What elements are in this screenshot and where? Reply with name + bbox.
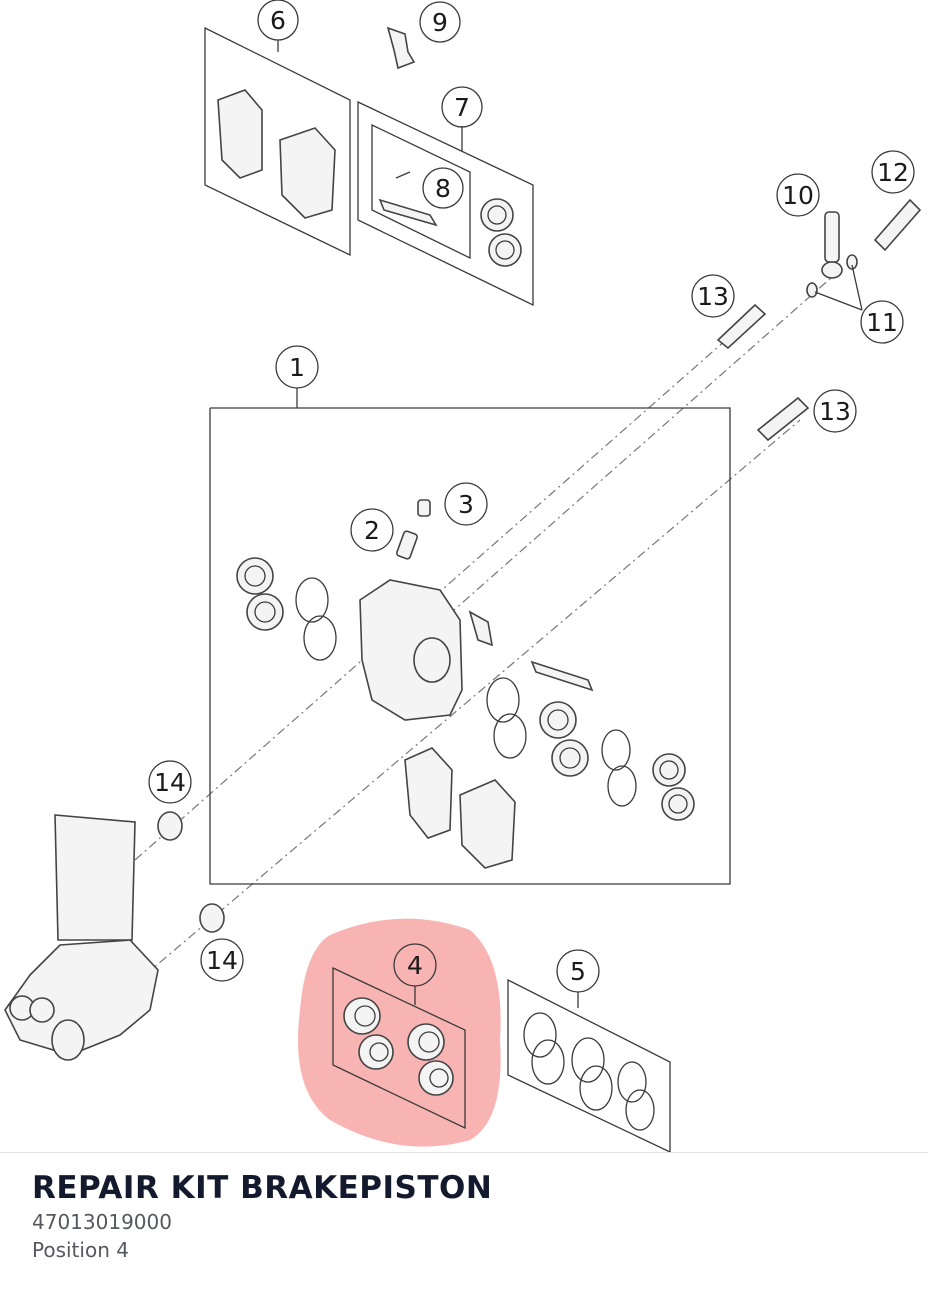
callout-14[interactable]: 14: [200, 938, 244, 982]
callout-9[interactable]: 9: [419, 1, 461, 43]
part-title: REPAIR KIT BRAKEPISTON: [32, 1170, 493, 1206]
svg-text:6: 6: [270, 6, 286, 35]
retaining-clip: [386, 26, 416, 70]
svg-text:9: 9: [432, 8, 448, 37]
callout-14[interactable]: 14: [148, 760, 192, 804]
part-position: Position 4: [32, 1238, 129, 1262]
svg-text:5: 5: [570, 957, 586, 986]
callout-11[interactable]: 11: [860, 300, 904, 344]
part-info-panel: REPAIR KIT BRAKEPISTON 47013019000 Posit…: [32, 1168, 492, 1264]
brake-pads-set: [204, 26, 351, 257]
svg-text:10: 10: [782, 181, 814, 210]
repair-kit-brakepiston: [332, 966, 466, 1130]
callout-4[interactable]: 4: [393, 943, 437, 987]
callout-8[interactable]: 8: [422, 167, 464, 209]
callout-13[interactable]: 13: [813, 389, 857, 433]
highlight-position-4: [298, 918, 501, 1147]
brake-caliper-assembly: [209, 407, 731, 885]
seal-kit: [507, 978, 671, 1152]
callout-3[interactable]: 3: [444, 482, 488, 526]
svg-text:1: 1: [289, 353, 305, 382]
svg-text:3: 3: [458, 490, 474, 519]
axis-line: [134, 309, 761, 861]
fork-leg: [4, 814, 159, 1061]
exploded-parts-diagram: 6 9 7 8 10 12 13 11 1 13 3 2 14 14 4 5: [4, 0, 922, 1152]
svg-text:14: 14: [154, 768, 186, 797]
svg-text:4: 4: [407, 951, 423, 980]
svg-text:11: 11: [866, 308, 898, 337]
spacer-bushing: [157, 811, 225, 933]
callout-5[interactable]: 5: [556, 949, 600, 993]
axis-line: [419, 269, 841, 641]
callout-2[interactable]: 2: [350, 508, 394, 552]
svg-text:13: 13: [819, 397, 851, 426]
callout-10[interactable]: 10: [776, 173, 820, 217]
svg-text:12: 12: [877, 158, 909, 187]
svg-text:7: 7: [454, 93, 470, 122]
callout-12[interactable]: 12: [871, 150, 915, 194]
callout-1[interactable]: 1: [275, 345, 319, 389]
leader-lines: [277, 40, 863, 1008]
callout-7[interactable]: 7: [441, 86, 483, 128]
part-number: 47013019000: [32, 1210, 172, 1234]
callout-6[interactable]: 6: [257, 0, 299, 41]
guide-bolt: [716, 303, 810, 442]
svg-text:14: 14: [206, 946, 238, 975]
svg-text:8: 8: [435, 174, 451, 203]
divider: [0, 1152, 928, 1153]
banjo-fitting: [806, 198, 922, 298]
svg-text:13: 13: [697, 282, 729, 311]
svg-text:2: 2: [364, 516, 380, 545]
caliper-repair-kit: [357, 100, 534, 307]
callout-13[interactable]: 13: [691, 274, 735, 318]
